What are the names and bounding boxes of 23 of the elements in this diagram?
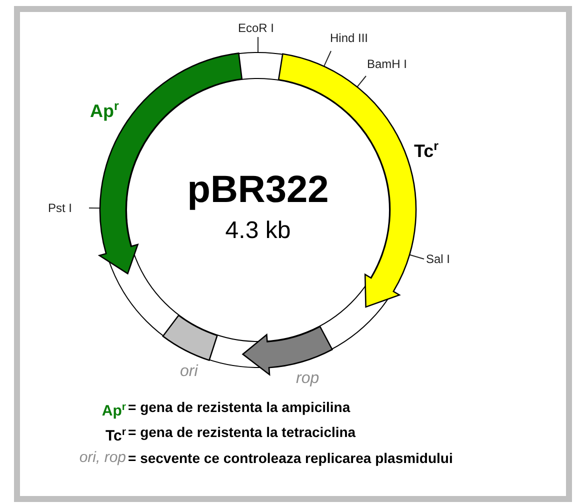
- restriction-site-label: Sal I: [426, 252, 450, 266]
- gene-segment: [242, 325, 332, 375]
- legend-key: Tc$^{r}$: [106, 423, 126, 446]
- legend-key: Ap$^{r}$: [102, 398, 126, 420]
- plasmid-size: 4.3 kb: [225, 217, 291, 244]
- restriction-site-label: Hind III: [330, 31, 368, 45]
- gene-label: ori: [180, 364, 198, 380]
- leader-line: [323, 50, 332, 67]
- gene-label: rop: [296, 371, 320, 387]
- leader-line: [88, 208, 100, 209]
- restriction-site-label: Pst I: [48, 201, 72, 215]
- restriction-site-label: BamH I: [367, 57, 408, 71]
- plasmid-name: pBR322: [187, 169, 329, 211]
- legend-text: = gena de rezistenta la ampicilina: [128, 398, 350, 416]
- restriction-site-label: EcoR I: [238, 21, 274, 35]
- legend-key: ori, rop: [79, 449, 126, 467]
- gene-label: Tc$^{r}$: [414, 140, 439, 160]
- gene-label: Ap$^{r}$: [90, 100, 119, 120]
- legend-text: = gena de rezistenta la tetraciclina: [128, 423, 356, 441]
- leader-line: [356, 76, 366, 88]
- sequence-bar: [162, 314, 218, 360]
- leader-line: [409, 254, 424, 260]
- legend-text: = secvente ce controleaza replicarea plasmidului: [128, 449, 453, 467]
